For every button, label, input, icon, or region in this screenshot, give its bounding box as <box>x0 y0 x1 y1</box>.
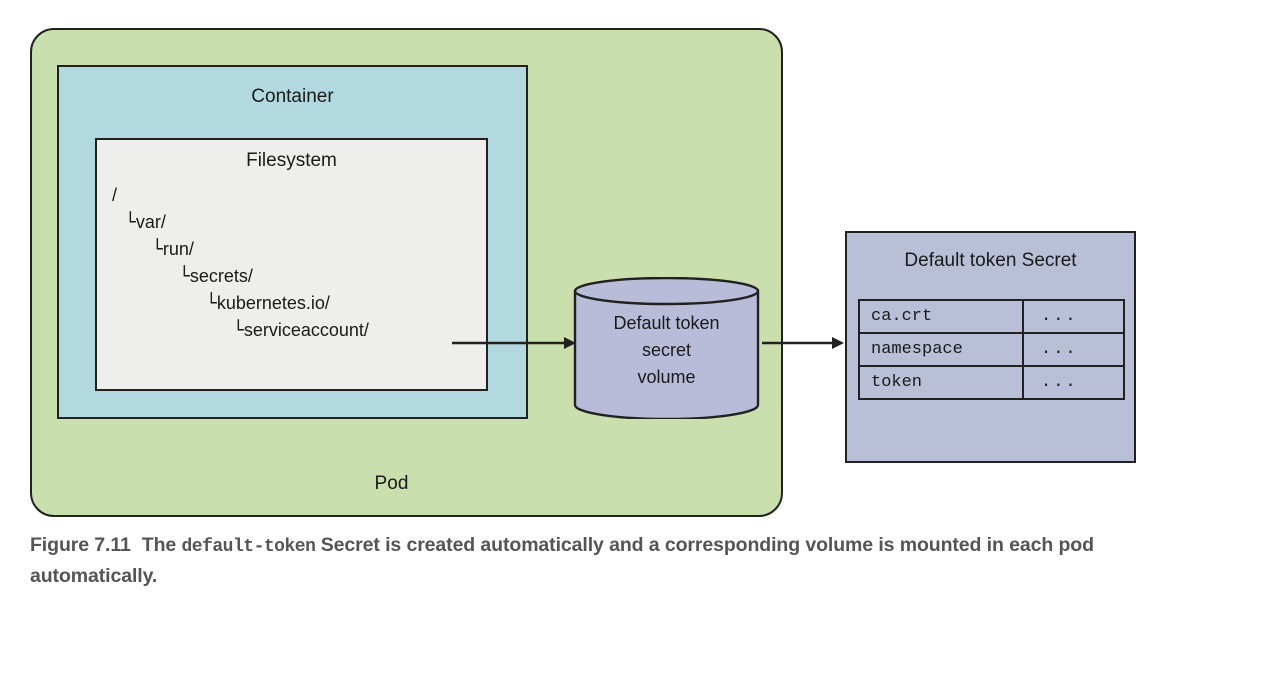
filesystem-tree: / └var/ └run/ └secrets/ └kubernetes.io/ … <box>112 182 492 344</box>
arrow-filesystem-to-volume <box>452 337 576 349</box>
table-row: namespace ... <box>858 332 1125 367</box>
tree-node-secrets: └secrets/ <box>112 263 492 290</box>
secret-key-cell: token <box>858 365 1024 400</box>
volume-label: Default token secret volume <box>573 310 760 391</box>
volume-cylinder-shape <box>573 277 760 419</box>
table-row: ca.crt ... <box>858 299 1125 334</box>
secret-value-cell: ... <box>1022 299 1125 334</box>
secret-entries-table: ca.crt ... namespace ... token ... <box>858 299 1125 400</box>
caption-text-after: Secret is created automatically and a co… <box>30 534 1094 587</box>
tree-elbow-icon: └ <box>125 212 136 233</box>
tree-node-var: └var/ <box>112 209 492 236</box>
filesystem-label: Filesystem <box>246 150 337 171</box>
tree-elbow-icon: └ <box>233 320 244 341</box>
secret-value-cell: ... <box>1022 365 1125 400</box>
tree-node-label: / <box>112 185 118 205</box>
tree-node-label: run/ <box>162 239 194 259</box>
container-label: Container <box>251 86 334 107</box>
secret-key-cell: namespace <box>858 332 1024 367</box>
caption-text-before: The <box>141 534 182 556</box>
tree-node-label: kubernetes.io/ <box>216 293 330 313</box>
secret-value-cell: ... <box>1022 332 1125 367</box>
tree-node-label: var/ <box>135 212 166 232</box>
secret-title: Default token Secret <box>904 250 1077 271</box>
tree-node-label: serviceaccount/ <box>243 320 369 340</box>
volume-label-line1: Default token <box>613 313 720 333</box>
tree-node-serviceaccount: └serviceaccount/ <box>112 317 492 344</box>
tree-node-root: / <box>112 182 492 209</box>
tree-node-run: └run/ <box>112 236 492 263</box>
volume-label-line3: volume <box>637 367 696 387</box>
tree-elbow-icon: └ <box>179 266 190 287</box>
secret-key-cell: ca.crt <box>858 299 1024 334</box>
figure-caption: Figure 7.11 The default-token Secret is c… <box>30 531 1145 591</box>
tree-elbow-icon: └ <box>152 239 163 260</box>
tree-node-kubernetesio: └kubernetes.io/ <box>112 290 492 317</box>
tree-elbow-icon: └ <box>206 293 217 314</box>
tree-node-label: secrets/ <box>189 266 253 286</box>
arrow-volume-to-secret <box>762 337 844 349</box>
table-row: token ... <box>858 365 1125 400</box>
pod-label: Pod <box>374 473 409 494</box>
caption-code-default-token: default-token <box>181 537 316 557</box>
filesystem-box <box>95 138 488 391</box>
figure-number: Figure 7.11 <box>30 534 131 556</box>
volume-label-line2: secret <box>641 340 692 360</box>
